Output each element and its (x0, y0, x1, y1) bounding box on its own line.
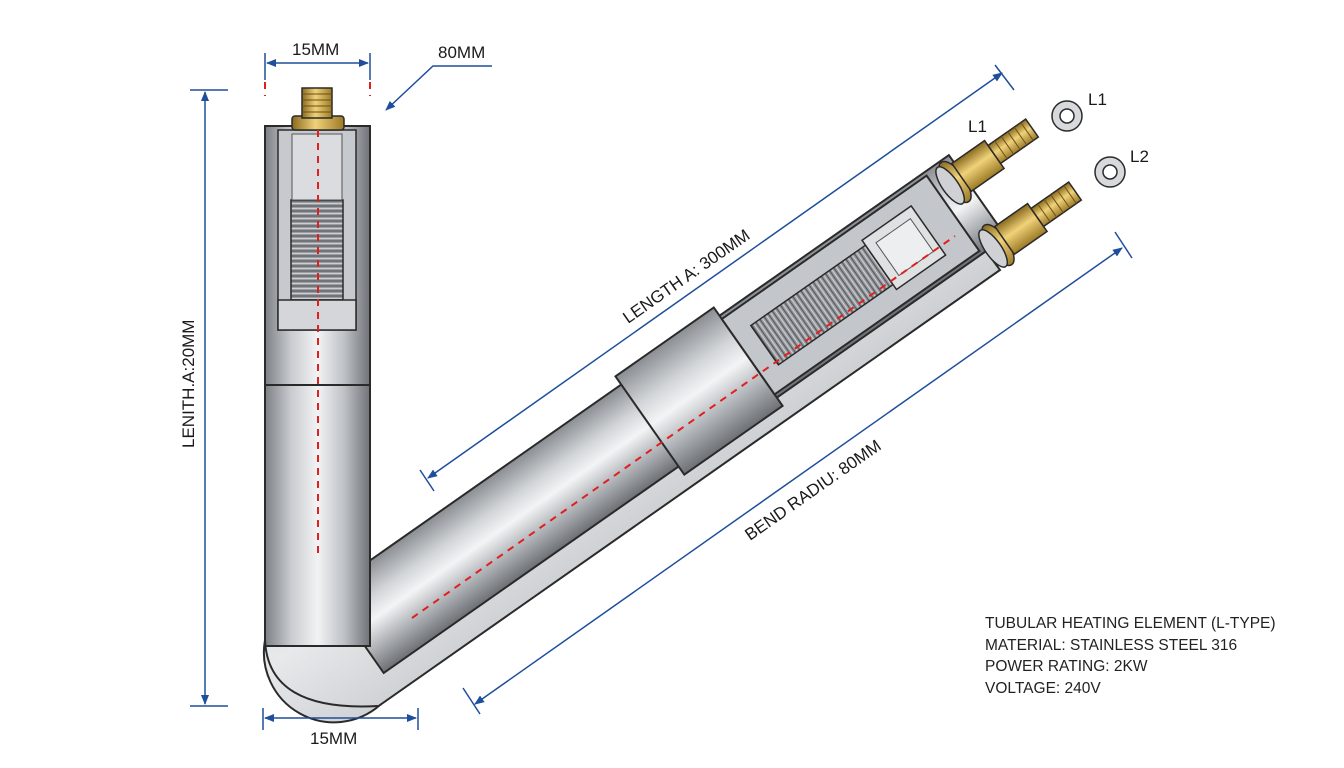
label-washer-l2: L2 (1130, 147, 1149, 166)
tube-bend-outline (264, 639, 379, 708)
diagonal-tube (324, 153, 1008, 675)
dim-top-offset: 80MM (438, 43, 485, 62)
spec-voltage: VOLTAGE: 240V (985, 679, 1101, 697)
spec-material: MATERIAL: STAINLESS STEEL 316 (985, 636, 1238, 654)
dim-top-width: 15MM (292, 40, 339, 59)
label-fitting-l1: L1 (968, 117, 987, 136)
spec-power: POWER RATING: 2KW (985, 658, 1148, 675)
loose-washer-1 (1051, 100, 1083, 132)
dim-bend-radius: BEND RADIU: 80MM (741, 436, 884, 544)
label-washer-l1: L1 (1088, 90, 1107, 109)
dim-bottom-width: 15MM (310, 729, 357, 748)
dim-vertical-length: LENITH.A:20MM (179, 320, 198, 448)
spec-title: TUBULAR HEATING ELEMENT (L-TYPE) (985, 615, 1276, 632)
brass-fitting-icon (291, 87, 345, 131)
dimension-lines (190, 53, 1133, 730)
loose-washer-2 (1094, 156, 1126, 188)
spec-block: TUBULAR HEATING ELEMENT (L-TYPE) MATERIA… (985, 613, 1276, 699)
